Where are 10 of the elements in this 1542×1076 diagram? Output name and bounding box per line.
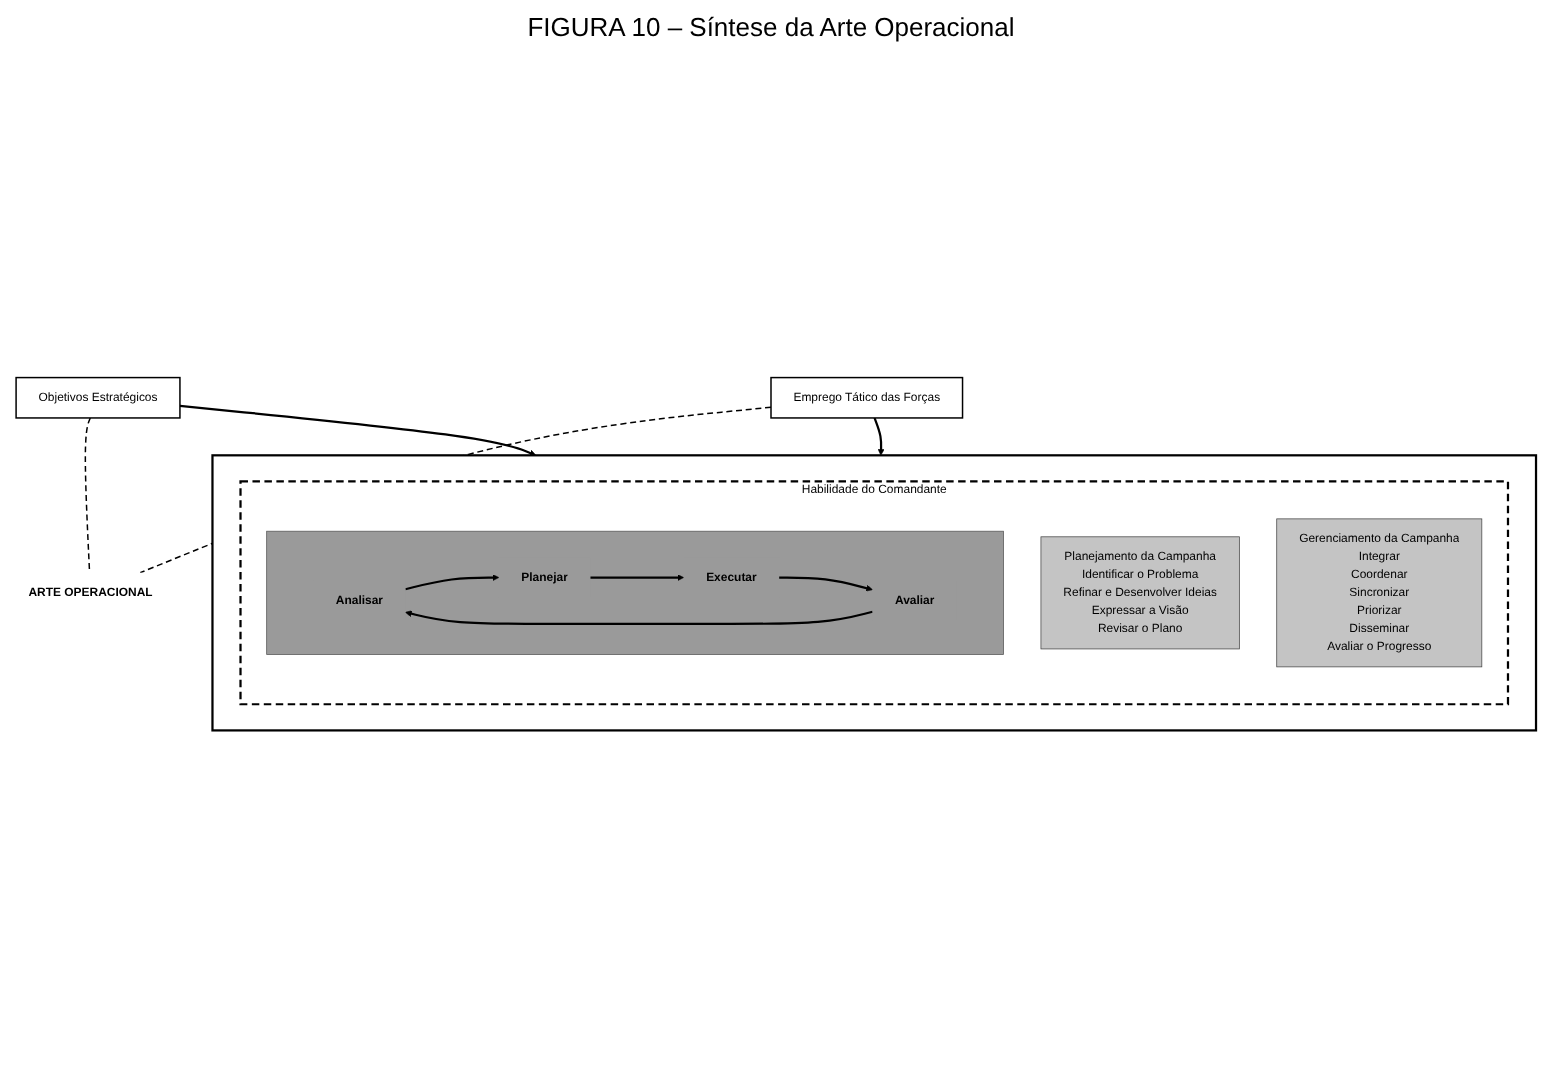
figure-title: FIGURA 10 – Síntese da Arte Operacional [525,12,1017,42]
arrow [405,610,873,625]
arrow [873,417,885,456]
cluster [266,530,1004,655]
cluster [211,454,1538,732]
arrow [405,574,500,591]
connector [84,417,91,574]
arrow [179,404,537,457]
arrow [779,576,873,592]
arrow [590,574,684,581]
